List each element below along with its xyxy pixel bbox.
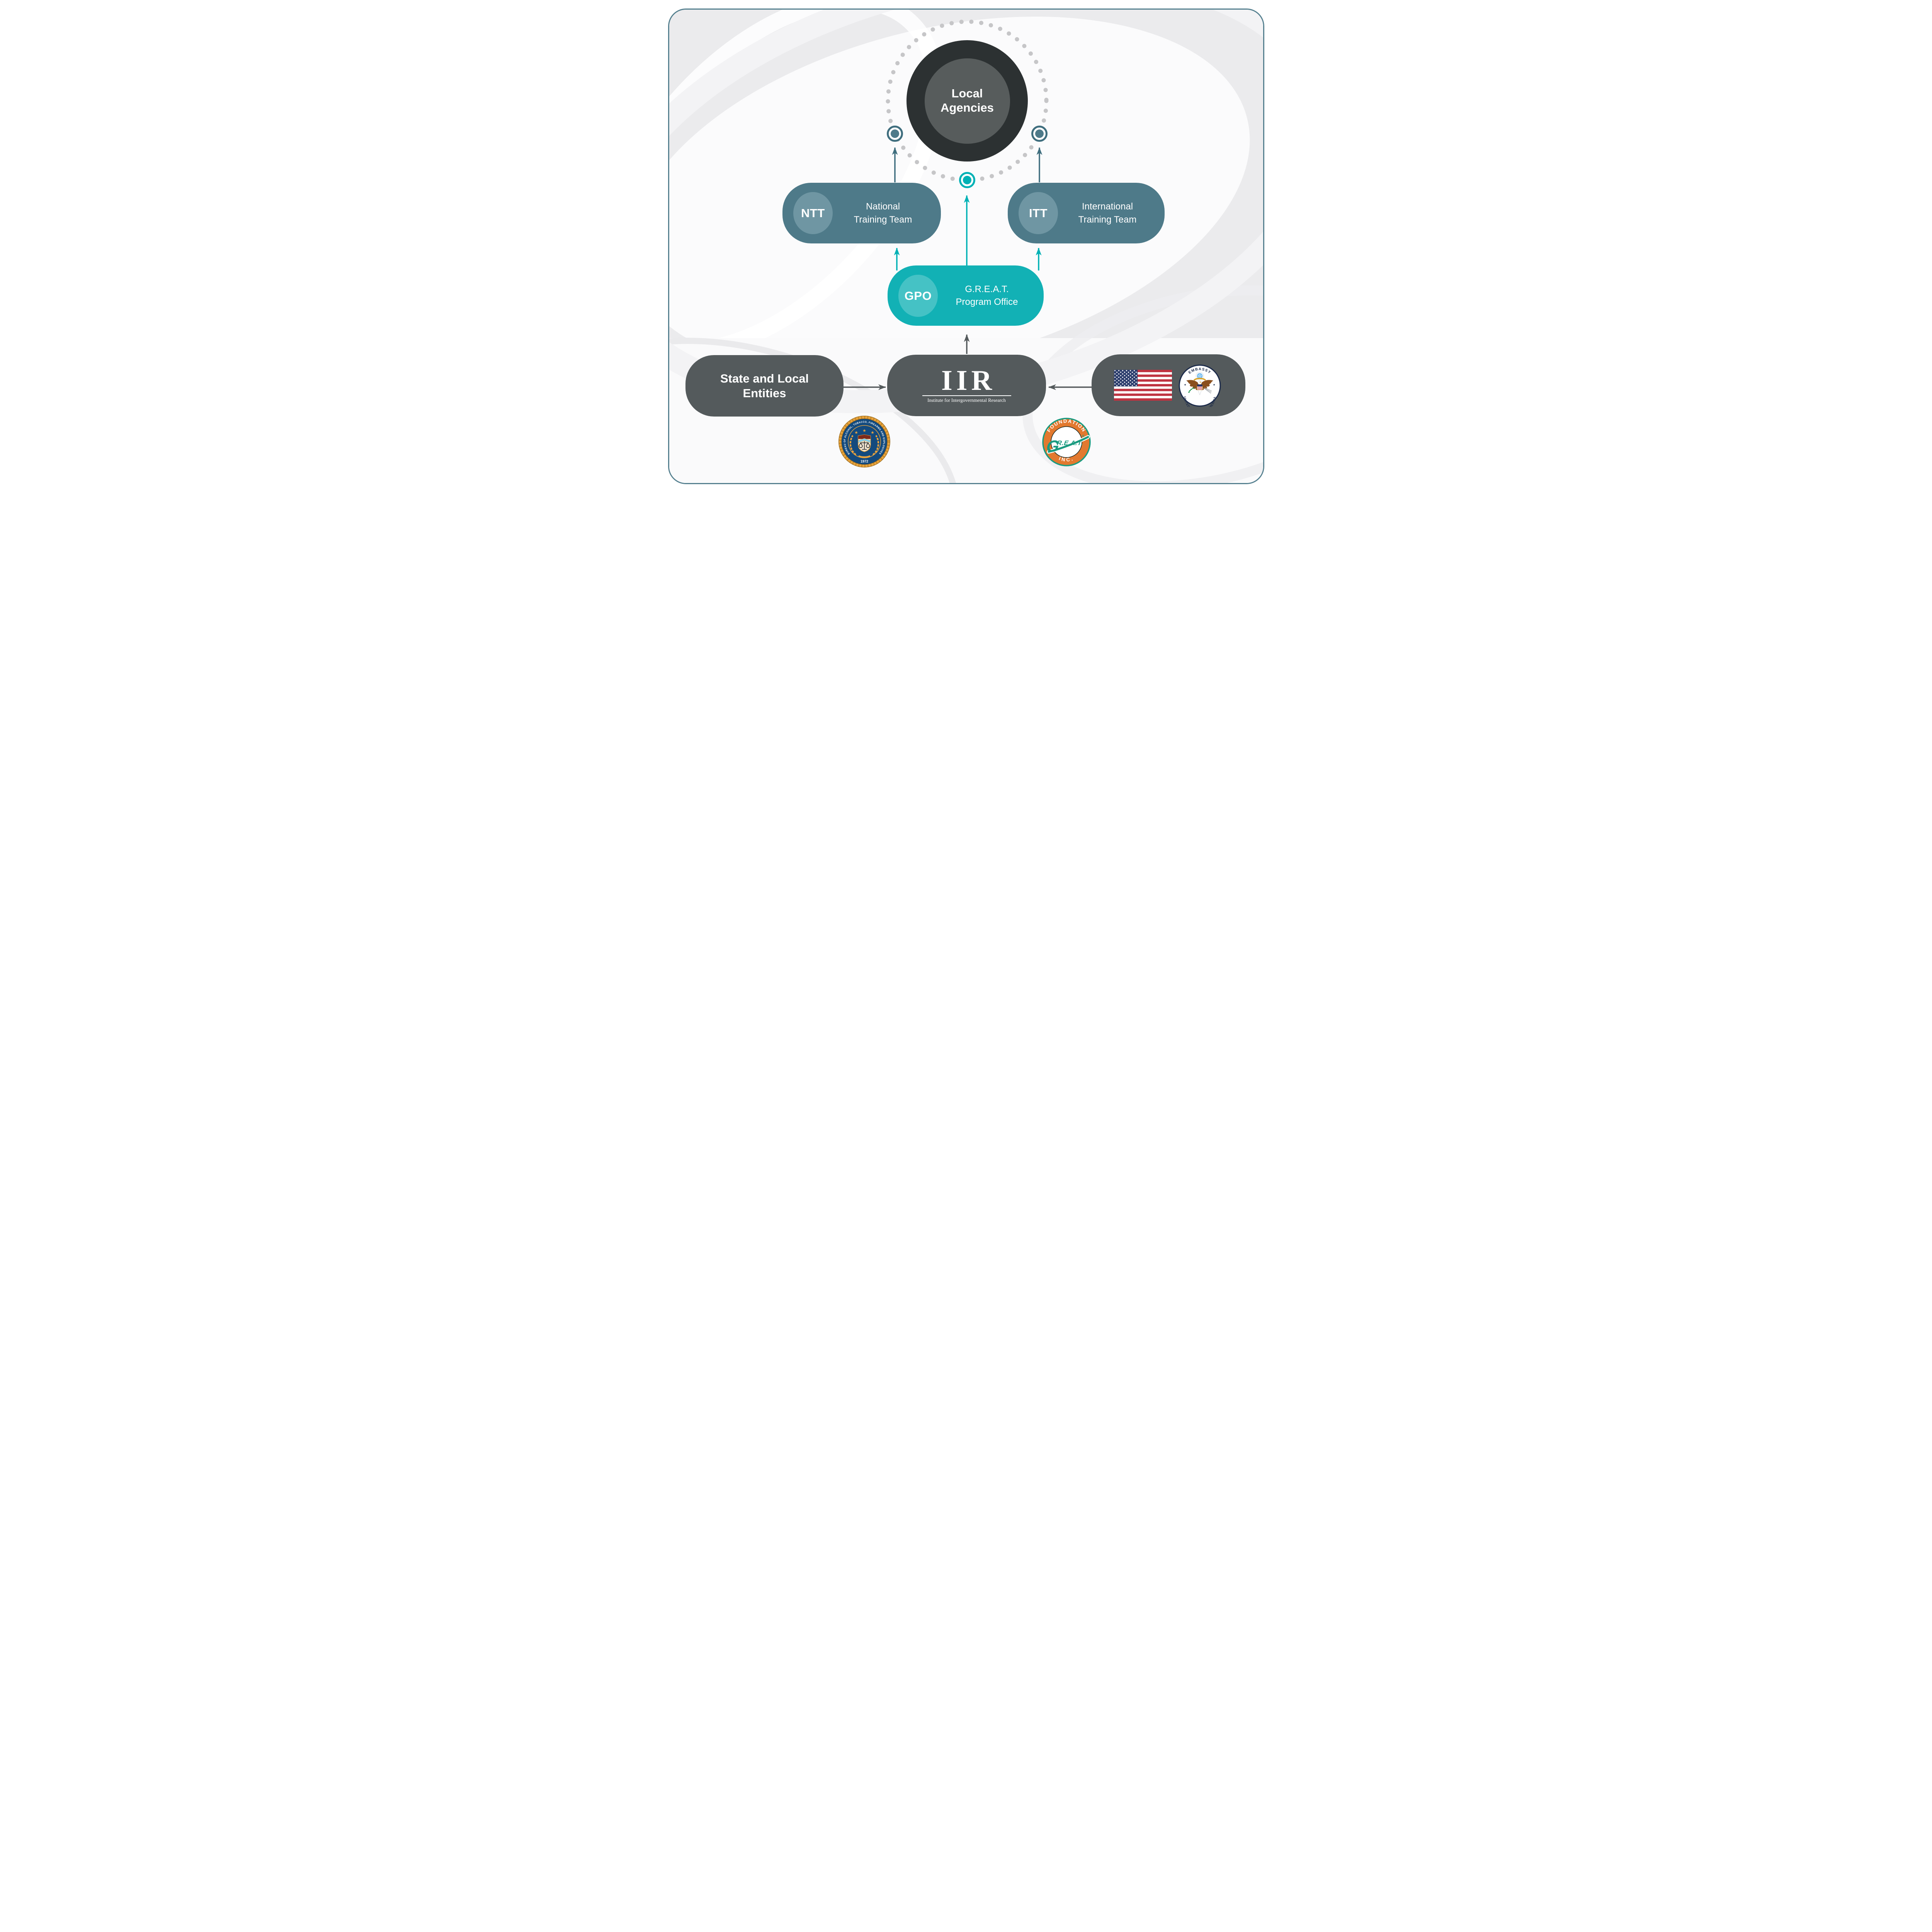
gpo-label: G.R.E.A.T. Program Office	[956, 284, 1018, 307]
svg-text:★: ★	[862, 429, 866, 433]
great-wordmark-g: G	[1045, 437, 1060, 455]
ntt-label: National Training Team	[854, 201, 912, 225]
local-agencies-label: Local Agencies	[940, 87, 994, 114]
node-ntt: NTT National Training Team	[782, 183, 941, 243]
great-wordmark: G R.E.A.T. ®	[1045, 434, 1090, 455]
atf-stars: ★ ★ ★	[854, 429, 874, 435]
iir-rule	[922, 395, 1011, 396]
embassy-star-left: ★	[1184, 383, 1186, 386]
great-reg-mark: ®	[1082, 434, 1084, 438]
gpo-label-wrap: G.R.E.A.T. Program Office	[937, 283, 1044, 308]
itt-label-wrap: International Training Team	[1057, 200, 1165, 226]
us-embassy-seal-icon: EMBASSY UNITED STATES OF AMERICA ★ ★	[1179, 364, 1221, 407]
node-gpo: GPO G.R.E.A.T. Program Office	[888, 265, 1044, 326]
node-iir: IIR Institute for Intergovernmental Rese…	[887, 355, 1046, 416]
svg-text:INC.: INC.	[1058, 456, 1075, 463]
node-local-agencies: Local Agencies	[906, 40, 1028, 162]
gpo-abbr-badge: GPO	[898, 275, 938, 317]
great-wordmark-rest: R.E.A.T.	[1056, 439, 1084, 447]
embassy-eagle-emblem	[1186, 372, 1213, 395]
iir-subtitle: Institute for Intergovernmental Research	[927, 397, 1006, 403]
svg-text:★: ★	[854, 430, 858, 435]
us-flag-icon	[1114, 370, 1172, 401]
embassy-star-right: ★	[1213, 383, 1215, 386]
local-agencies-inner-circle: Local Agencies	[924, 58, 1010, 144]
ntt-label-wrap: National Training Team	[832, 200, 941, 226]
atf-seal-icon: BUREAU OF ALCOHOL, TOBACCO, FIREARMS AND…	[838, 416, 890, 468]
itt-abbr: ITT	[1029, 206, 1048, 220]
iir-logo: IIR Institute for Intergovernmental Rese…	[887, 365, 1046, 403]
node-state-local: State and Local Entities	[685, 355, 844, 417]
great-foundation-bottom-text: INC.	[1058, 456, 1073, 463]
iir-wordmark: IIR	[941, 365, 996, 397]
diagram-stage: Local Agencies NTT National Training Tea…	[647, 0, 1285, 493]
ntt-abbr: NTT	[801, 206, 825, 220]
atf-year: 1972	[861, 459, 868, 463]
ntt-abbr-badge: NTT	[793, 192, 833, 234]
state-local-label-wrap: State and Local Entities	[685, 371, 844, 401]
great-foundation-logo-icon: FOUNDATION INC. G R.E.A.T. ®	[1042, 418, 1091, 466]
itt-label: International Training Team	[1078, 201, 1137, 225]
node-itt: ITT International Training Team	[1008, 183, 1165, 243]
gpo-abbr: GPO	[904, 289, 932, 303]
atf-shield	[858, 434, 871, 452]
svg-text:★: ★	[871, 430, 874, 435]
itt-abbr-badge: ITT	[1019, 192, 1058, 234]
state-local-label: State and Local Entities	[720, 371, 809, 400]
